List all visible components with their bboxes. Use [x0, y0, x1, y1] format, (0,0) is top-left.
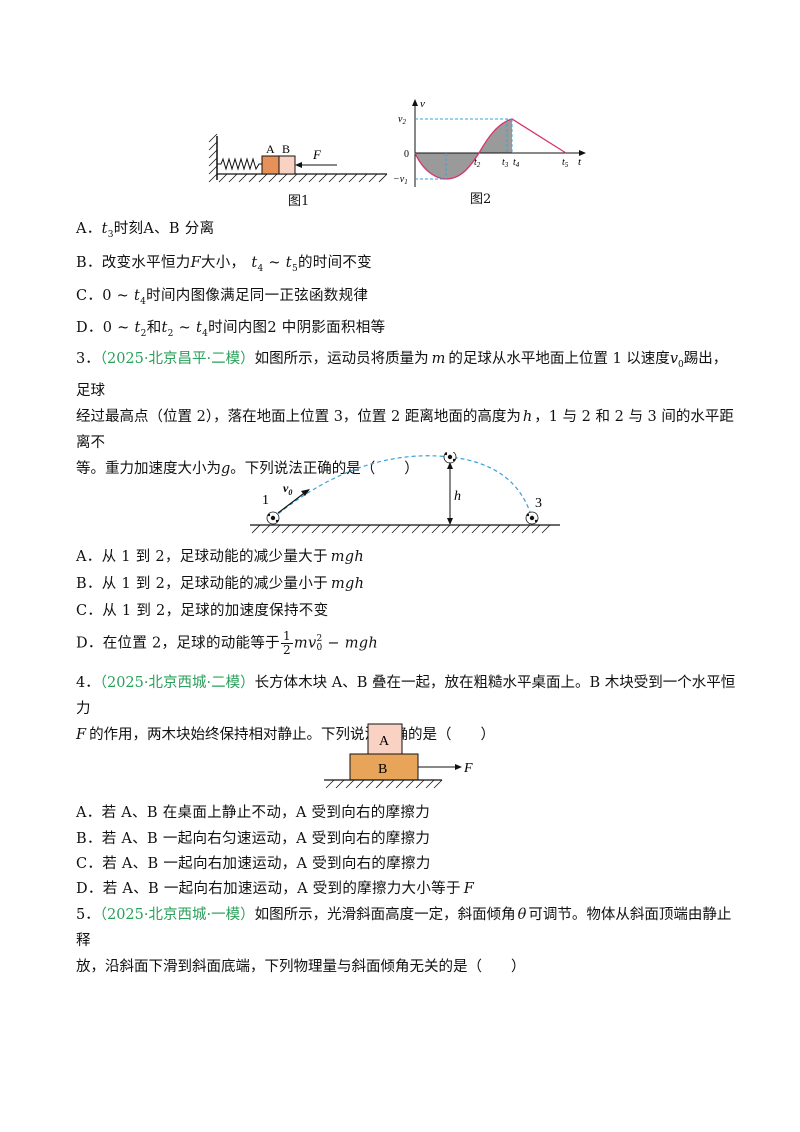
block-a — [261, 155, 280, 175]
q2-option-b: B．改变水平恒力F大小，t4 ~ t5的时间不变 — [76, 255, 372, 274]
q2-option-d: D．0 ~ t2和t2 ~ t4时间内图2 中阴影面积相等 — [76, 320, 386, 339]
svg-text:t3: t3 — [502, 157, 509, 169]
tick-v1: −v — [393, 174, 405, 185]
ball-position-2 — [443, 452, 457, 464]
velocity-curve — [414, 118, 567, 180]
label-f: F — [463, 761, 473, 776]
svg-text:v2: v2 — [398, 114, 406, 126]
label-a: A — [266, 142, 275, 156]
label-a: A — [379, 734, 390, 749]
ball-position-1 — [266, 511, 280, 525]
label-h: h — [454, 489, 461, 504]
label-1: 1 — [262, 493, 269, 508]
figure-1-caption: 图1 — [288, 194, 310, 209]
tick-t4: t — [513, 157, 516, 168]
tick-v1-sub: 1 — [404, 178, 408, 186]
label-v0-sub: 0 — [288, 488, 292, 497]
block-b — [278, 155, 296, 175]
q4-option-a: A．若 A、B 在桌面上静止不动，A 受到向右的摩擦力 — [76, 805, 430, 821]
tick-t5: t — [562, 157, 565, 168]
figure-1-spring-blocks: A B F — [208, 133, 388, 183]
label-3: 3 — [535, 496, 542, 511]
q4-option-c: C．若 A、B 一起向右加速运动，A 受到向右的摩擦力 — [76, 856, 431, 872]
q3-line3: 等。重力加速度大小为g。下列说法正确的是（ ） — [76, 460, 419, 477]
figure-2-caption: 图2 — [470, 192, 492, 207]
tick-t2: t — [474, 157, 477, 168]
figure-football-trajectory: v0 h 1 2 3 — [250, 452, 560, 534]
q4-option-b: B．若 A、B 一起向右匀速运动，A 受到向右的摩擦力 — [76, 831, 431, 847]
svg-text:t5: t5 — [562, 157, 569, 169]
figure-2-velocity-graph: v t v2 0 −v1 t2 t3 t4 t5 — [393, 98, 586, 187]
shaded-area-upper — [479, 119, 512, 153]
figure-stacked-blocks: A B F — [324, 723, 473, 789]
q4-line1: 4．（2025·北京西城·二模）长方体木块 A、B 叠在一起，放在粗糙水平桌面上… — [76, 675, 736, 717]
label-f: F — [312, 147, 322, 162]
q4-source-tag: （2025·北京西城·二模） — [99, 675, 255, 691]
axis-v-label: v — [420, 98, 425, 110]
svg-text:t2: t2 — [474, 157, 481, 169]
tick-t2-sub: 2 — [477, 161, 481, 169]
svg-text:v0: v0 — [283, 481, 292, 497]
label-v0: v — [283, 481, 289, 495]
q5-line2: 放，沿斜面下滑到斜面底端，下列物理量与斜面倾角无关的是（ ） — [76, 959, 526, 975]
label-b: B — [378, 762, 387, 777]
tick-t3-sub: 3 — [504, 161, 509, 169]
tick-zero: 0 — [404, 149, 409, 160]
tick-v2-sub: 2 — [402, 118, 406, 126]
block-a — [367, 723, 403, 755]
q3-option-c: C．从 1 到 2，足球的加速度保持不变 — [76, 603, 329, 619]
tick-t5-sub: 5 — [565, 161, 569, 169]
svg-text:t4: t4 — [513, 157, 520, 169]
tick-t3: t — [502, 157, 505, 168]
label-b: B — [282, 142, 290, 156]
q2-option-c: C．0 ~ t4时间内图像满足同一正弦函数规律 — [76, 288, 369, 307]
spring — [217, 157, 262, 171]
trajectory-curve — [272, 455, 533, 519]
axis-t-label: t — [578, 156, 582, 168]
tick-t4-sub: 4 — [516, 161, 520, 169]
ball-position-3 — [525, 511, 539, 525]
q3-source-tag: （2025·北京昌平·二模） — [99, 351, 255, 367]
tick-v2: v — [398, 114, 403, 125]
q2-option-a: A．t3时刻A、B 分离 — [76, 221, 215, 240]
q4-stem: 4．（2025·北京西城·二模）长方体木块 A、B 叠在一起，放在粗糙水平桌面上… — [76, 670, 736, 748]
svg-text:−v1: −v1 — [393, 174, 408, 186]
q5-source-tag: （2025·北京西城·一模） — [99, 907, 255, 923]
